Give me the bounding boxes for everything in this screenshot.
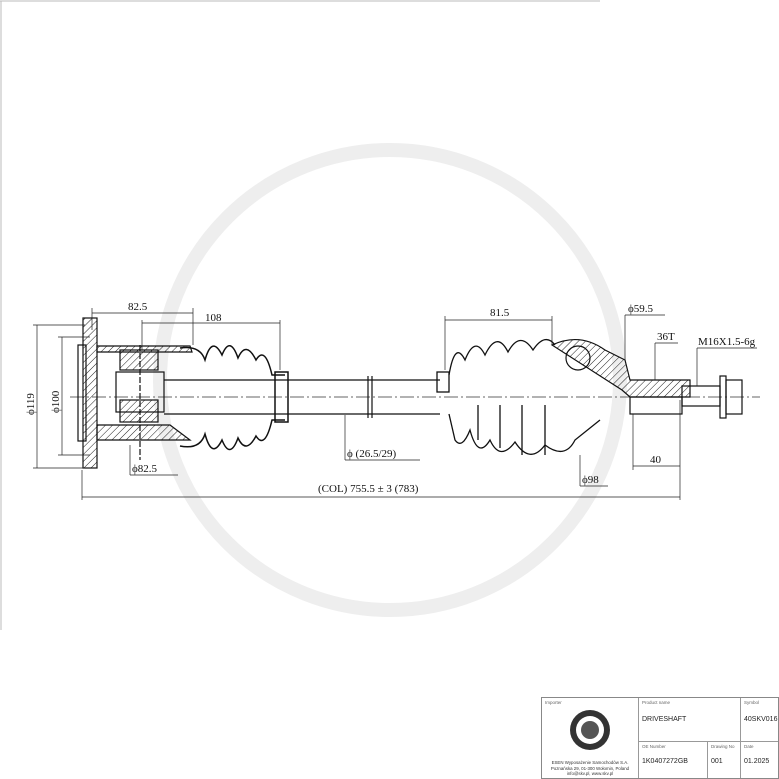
address-line-1: ESEN Wyposażenie Samochodów S.A. xyxy=(551,760,629,765)
inner-joint xyxy=(77,317,193,469)
dim-flange-outer-diameter: ϕ119 xyxy=(25,393,37,415)
dim-spline-teeth: 36T xyxy=(657,331,675,343)
inner-boot xyxy=(179,345,289,451)
address-line-3: info@skv.pl, www.skv.pl xyxy=(566,771,614,776)
title-block: Importer ESEN Wyposażenie Samochodów S.A… xyxy=(541,697,779,779)
dim-flange-inner-diameter: ϕ100 xyxy=(50,390,62,413)
address-line-2: Poznańska 29, 01-300 Wołomin, Poland xyxy=(550,765,630,771)
dim-outer-boot-diameter: ϕ98 xyxy=(582,474,599,486)
product-name-label: Product name xyxy=(642,700,671,705)
dim-housing-diameter: ϕ82.5 xyxy=(132,463,158,475)
outer-boot xyxy=(436,338,601,455)
dim-outer-boot-length: 81.5 xyxy=(490,307,510,319)
dim-outer-joint-diameter: ϕ59.5 xyxy=(628,303,654,315)
drawing-no: 001 xyxy=(711,758,723,765)
dim-shaft-diameter: ϕ (26.5/29) xyxy=(347,448,397,460)
dimension-lines xyxy=(33,308,757,500)
dim-stub-length: 40 xyxy=(650,454,662,466)
company-logo xyxy=(570,710,610,750)
shaft xyxy=(164,376,440,418)
sheet-border xyxy=(0,0,600,630)
dim-inner-joint-length: 82.5 xyxy=(128,301,148,313)
product-name: DRIVESHAFT xyxy=(642,716,687,723)
date: 01.2025 xyxy=(744,758,770,765)
dim-thread: M16X1.5-6g xyxy=(698,336,756,348)
date-label: Date xyxy=(744,744,754,749)
drawing-no-label: Drawing No xyxy=(711,744,735,749)
symbol: 40SKV016 xyxy=(744,716,778,723)
importer-label: Importer xyxy=(545,700,562,705)
dim-inner-boot-length: 108 xyxy=(205,312,222,324)
dim-total-length: (COL) 755.5 ± 3 (783) xyxy=(318,483,419,495)
outer-joint xyxy=(550,339,743,419)
symbol-label: Symbol xyxy=(744,700,760,705)
oe-number: 1K0407272GB xyxy=(642,758,688,765)
oe-number-label: OE Number xyxy=(642,744,666,749)
